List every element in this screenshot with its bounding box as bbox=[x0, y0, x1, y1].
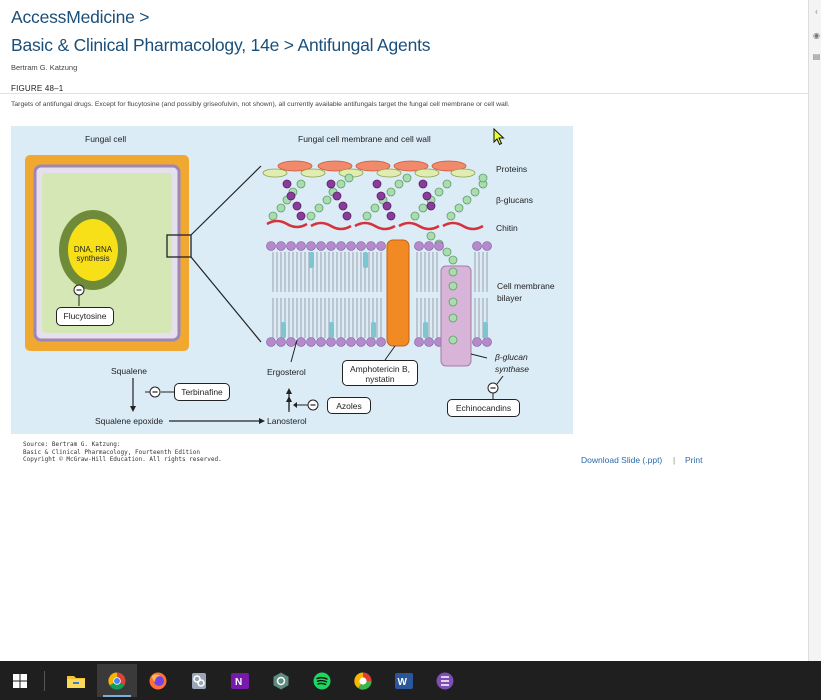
emacs-icon[interactable] bbox=[425, 664, 465, 697]
source-citation: Source: Bertram G. Katzung: Basic & Clin… bbox=[23, 441, 222, 463]
membrane-bilayer bbox=[266, 239, 492, 367]
proteins-label: Proteins bbox=[496, 164, 528, 174]
amphotericin-pore bbox=[386, 239, 410, 347]
onenote-icon[interactable]: N bbox=[220, 664, 260, 697]
notes-icon[interactable]: ▤ bbox=[812, 52, 821, 61]
mouse-cursor-icon bbox=[493, 128, 505, 146]
squalene-label: Squalene bbox=[111, 366, 147, 376]
terbinafine-label: Terbinafine bbox=[174, 383, 230, 401]
squalene-epoxide-label: Squalene epoxide bbox=[95, 416, 164, 426]
amphotericin-label: Amphotericin B, nystatin bbox=[342, 360, 418, 386]
word-icon[interactable]: W bbox=[384, 664, 424, 697]
spotify-icon[interactable] bbox=[302, 664, 342, 697]
lanosterol-label: Lanosterol bbox=[267, 416, 307, 426]
echinocandins-label: Echinocandins bbox=[447, 399, 520, 417]
taskbar-divider bbox=[44, 671, 45, 691]
windows-taskbar: N W bbox=[0, 661, 821, 700]
file-explorer-icon[interactable] bbox=[56, 664, 96, 697]
right-rail: ‹ ◉ ▤ bbox=[808, 0, 821, 661]
fungal-cell-title: Fungal cell bbox=[85, 134, 127, 144]
chrome-icon[interactable] bbox=[97, 664, 137, 697]
chitin-label: Chitin bbox=[496, 223, 518, 233]
figure-image: Fungal cell Fungal cell membrane and cel… bbox=[11, 126, 573, 434]
snipping-tool-icon[interactable] bbox=[179, 664, 219, 697]
zoom-box bbox=[166, 234, 192, 258]
article-page: AccessMedicine > Basic & Clinical Pharma… bbox=[0, 7, 808, 465]
nucleus bbox=[68, 219, 118, 281]
mannoprotein-layer bbox=[282, 179, 436, 221]
breadcrumb-site-link[interactable]: AccessMedicine > bbox=[11, 7, 150, 27]
proteins-layer bbox=[262, 160, 476, 178]
download-slide-link[interactable]: Download Slide (.ppt) bbox=[581, 455, 663, 465]
settings-app-icon[interactable] bbox=[261, 664, 301, 697]
page-title[interactable]: Basic & Clinical Pharmacology, 14e > Ant… bbox=[11, 35, 431, 55]
antifungal-targets-diagram bbox=[25, 155, 504, 424]
edge-icon[interactable] bbox=[343, 664, 383, 697]
azoles-label: Azoles bbox=[327, 397, 371, 414]
view-icon[interactable]: ◉ bbox=[813, 31, 820, 40]
actions-separator: | bbox=[673, 455, 676, 465]
ergosterol-label: Ergosterol bbox=[267, 367, 306, 377]
firefox-icon[interactable] bbox=[138, 664, 178, 697]
svg-text:N: N bbox=[235, 677, 242, 688]
divider bbox=[0, 93, 808, 94]
svg-text:W: W bbox=[398, 677, 408, 688]
glucan-synthase-label: β-glucan synthase bbox=[495, 352, 530, 374]
chitin-layer bbox=[266, 219, 484, 231]
collapse-panel-icon[interactable]: ‹ bbox=[815, 7, 818, 16]
figure-label: FIGURE 48–1 bbox=[11, 84, 64, 93]
membrane-panel-title: Fungal cell membrane and cell wall bbox=[298, 134, 431, 144]
flucytosine-label: Flucytosine bbox=[56, 307, 114, 326]
beta-glucans-label: β-glucans bbox=[496, 195, 534, 205]
print-link[interactable]: Print bbox=[685, 455, 703, 465]
figure-caption: Targets of antifungal drugs. Except for … bbox=[11, 101, 510, 108]
author-name: Bertram G. Katzung bbox=[11, 63, 78, 72]
cell-membrane-label: Cell membrane bilayer bbox=[497, 281, 555, 303]
nucleus-label: DNA, RNA synthesis bbox=[73, 245, 113, 263]
windows-start-icon[interactable] bbox=[0, 664, 40, 697]
